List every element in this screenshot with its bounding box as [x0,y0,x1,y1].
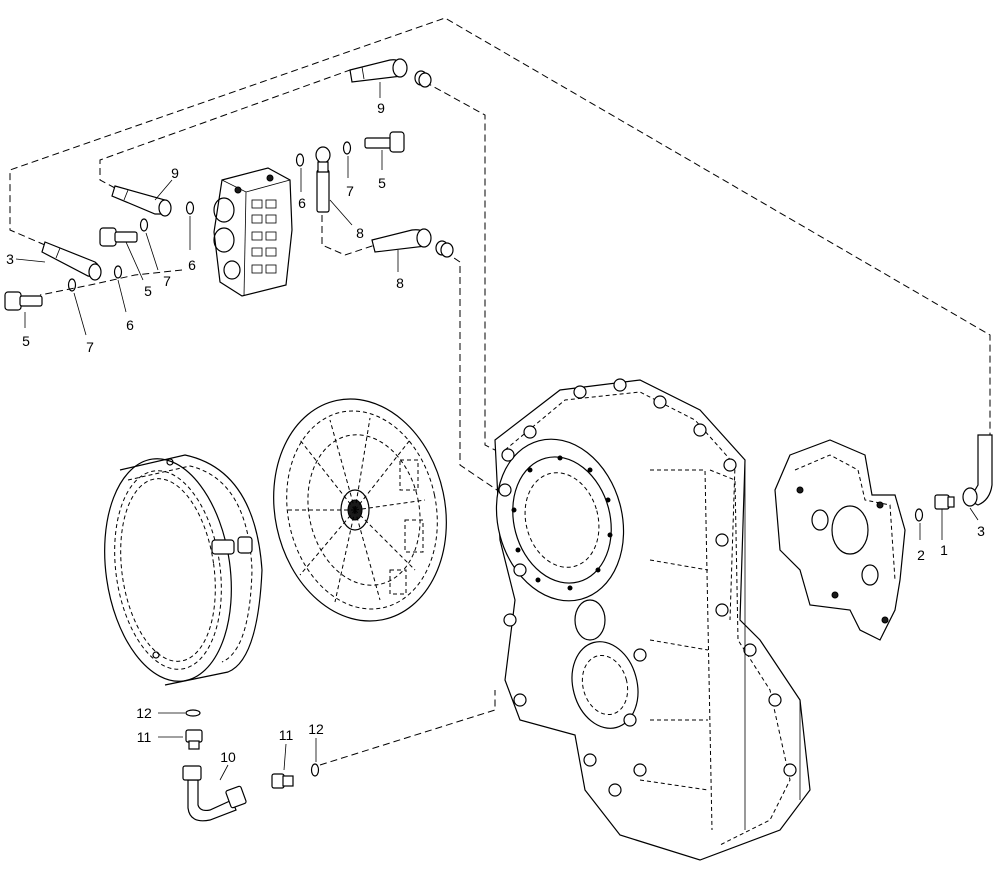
routing-lines [9,17,991,766]
o-ring-7-low [67,278,77,292]
route-line-outer [9,17,991,435]
callout-5: 5 [144,283,152,299]
bolt-5-low [4,291,43,311]
callout-11: 11 [279,727,294,743]
callout-11: 11 [137,729,152,745]
hose-8-vertical [315,146,331,213]
hose-8-elbow [371,228,432,253]
callout-6: 6 [298,195,306,211]
route-line-plug-11 [319,690,496,766]
transmission-housing [494,378,811,861]
callout-12: 12 [136,705,152,721]
o-ring-6-low [113,265,123,279]
o-ring-7-top [342,141,352,155]
callout-9: 9 [171,165,179,181]
callout-12: 12 [308,721,324,737]
route-line-bolt-5 [39,269,183,296]
callout-5: 5 [22,333,30,349]
bolt-5-mid [99,227,138,247]
callout-6: 6 [126,317,134,333]
callout-3: 3 [6,251,14,267]
callout-labels: 9 9 6 7 5 8 8 3 6 7 5 6 5 7 2 1 3 12 11 … [6,100,985,765]
route-line-lower-port [444,251,501,493]
hose-9-top [349,58,408,83]
side-cover-plate [774,439,906,641]
hose-10 [182,765,247,822]
callout-8: 8 [356,225,364,241]
callout-8: 8 [396,275,404,291]
route-line-hose-8 [321,215,376,256]
o-rings [67,141,924,777]
o-ring-12-b [310,763,320,777]
callout-7: 7 [346,183,354,199]
o-ring-7-mid [139,218,149,232]
pump-disc [273,398,447,622]
bolt-5-top [364,131,405,153]
o-ring-6-top [295,153,305,167]
bell-housing [104,454,263,686]
leader-lines [15,82,979,781]
fitting-1 [934,494,955,510]
callout-6: 6 [188,257,196,273]
callout-1: 1 [940,542,948,558]
callout-10: 10 [220,749,236,765]
hose-3-right [962,434,993,507]
fitting-9-top [414,70,432,88]
valve-block [213,167,293,297]
plug-11-a [185,729,203,750]
plug-11-b [271,773,294,789]
o-ring-2 [914,508,924,522]
fitting-8 [435,240,454,258]
o-ring-6-mid [185,201,195,215]
hose-3-left [41,241,102,281]
callout-7: 7 [163,273,171,289]
o-ring-12-a [185,709,201,717]
callout-9: 9 [377,100,385,116]
callout-7: 7 [86,339,94,355]
callout-2: 2 [917,547,925,563]
hose-9-left [111,185,172,217]
route-line-upper-port [424,81,506,456]
callout-3: 3 [977,523,985,539]
callout-5: 5 [378,175,386,191]
route-line-inner [99,69,351,189]
